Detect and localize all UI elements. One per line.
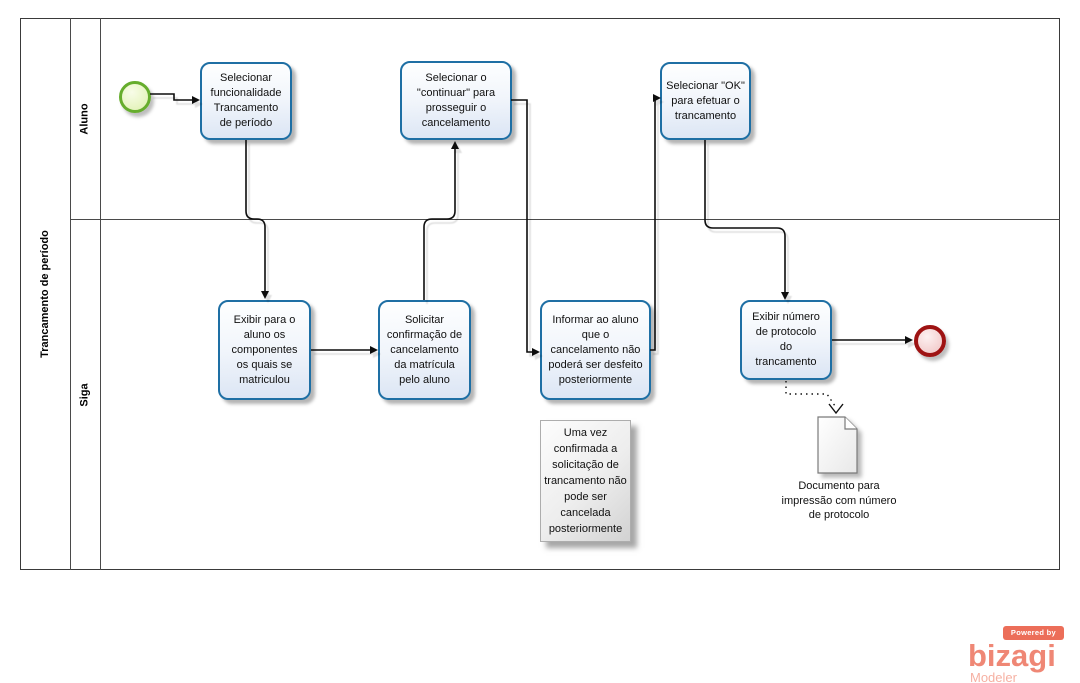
lane-boundary bbox=[70, 219, 1060, 220]
powered-by-badge: Powered by bbox=[1002, 626, 1064, 640]
task-label: Selecionar funcionalidade Trancamento de… bbox=[210, 72, 282, 129]
task-exibir-protocolo: Exibir número de protocolo do trancament… bbox=[740, 300, 832, 380]
pool-title-band: Trancamento de período bbox=[20, 18, 70, 570]
task-label: Exibir para o aluno os componentes os qu… bbox=[231, 313, 298, 386]
annotation-text: Uma vez confirmada a solicitação de tran… bbox=[544, 427, 627, 535]
lane-label-divider bbox=[100, 18, 101, 570]
task-label: Informar ao aluno que o cancelamento não… bbox=[548, 313, 643, 386]
task-exibir-componentes: Exibir para o aluno os componentes os qu… bbox=[218, 300, 311, 400]
pool-border bbox=[20, 18, 1060, 570]
document-artifact-label: Documento para impressão com número de p… bbox=[781, 480, 897, 521]
bizagi-logo: Powered by bizagi Modeler bbox=[968, 626, 1064, 683]
lane-siga-label: Siga bbox=[78, 382, 91, 407]
task-informar-aluno: Informar ao aluno que o cancelamento não… bbox=[540, 300, 651, 400]
task-label: Selecionar "OK" para efetuar o trancamen… bbox=[666, 79, 745, 122]
task-selecionar-ok: Selecionar "OK" para efetuar o trancamen… bbox=[660, 62, 751, 140]
lane-aluno-band: Aluno bbox=[70, 18, 100, 219]
pool-label: Trancamento de período bbox=[39, 230, 51, 358]
start-event bbox=[119, 81, 151, 113]
task-label: Exibir número de protocolo do trancament… bbox=[752, 311, 820, 368]
task-selecionar-continuar: Selecionar o "continuar" para prosseguir… bbox=[400, 61, 512, 140]
pool-title-divider bbox=[70, 18, 71, 570]
task-solicitar-confirmacao: Solicitar confirmação de cancelamento da… bbox=[378, 300, 471, 400]
modeler-wordmark: Modeler bbox=[970, 670, 1017, 683]
task-selecionar-funcionalidade: Selecionar funcionalidade Trancamento de… bbox=[200, 62, 292, 140]
annotation-note: Uma vez confirmada a solicitação de tran… bbox=[540, 420, 631, 542]
task-label: Solicitar confirmação de cancelamento da… bbox=[386, 313, 463, 386]
end-event bbox=[914, 325, 946, 357]
bizagi-wordmark: bizagi bbox=[968, 638, 1056, 673]
lane-aluno-label: Aluno bbox=[79, 102, 92, 135]
task-label: Selecionar o "continuar" para prosseguir… bbox=[416, 71, 496, 129]
lane-siga-band: Siga bbox=[70, 219, 100, 570]
